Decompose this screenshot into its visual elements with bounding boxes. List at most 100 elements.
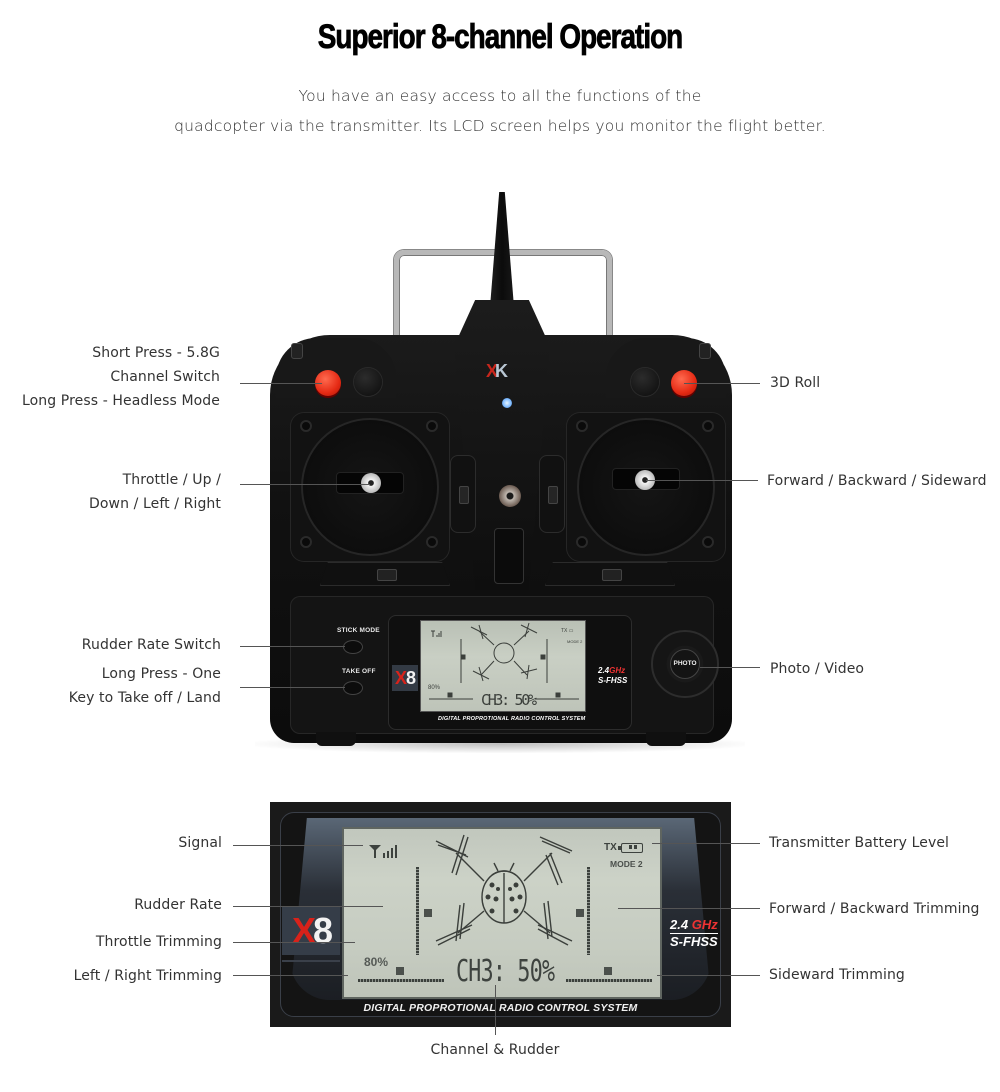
callout-line: 3D Roll: [770, 375, 821, 391]
channel-readout: CH3: 50%: [456, 954, 555, 989]
callout-photo-video: Photo / Video: [770, 657, 864, 681]
frequency-badge: 2.4 GHz S-FHSS: [670, 917, 718, 949]
right-foot: [646, 732, 686, 746]
leader-line: [700, 667, 760, 668]
left-toggle-knob[interactable]: [291, 343, 303, 359]
callout-line: Channel Switch: [110, 369, 220, 385]
leader-line: [684, 383, 760, 384]
rudder-rate-value: 80%: [364, 955, 389, 969]
leader-line: [657, 975, 760, 976]
badge-x: X: [291, 910, 316, 951]
forward-backward-trim-bar: [587, 867, 590, 955]
svg-text:80%: 80%: [428, 685, 441, 691]
callout-3d-roll: 3D Roll: [770, 371, 820, 395]
left-foot: [316, 732, 356, 746]
model-badge: X8: [282, 907, 340, 955]
take-off-button[interactable]: [343, 681, 363, 695]
lcd-closeup-panel: X8 TX MODE 2: [270, 802, 731, 1027]
subtitle-line-1: You have an easy access to all the funct…: [298, 87, 702, 105]
screw-icon: [702, 420, 714, 432]
left-right-trim-bar: [358, 979, 444, 982]
system-label: DIGITAL PROPROTIONAL RADIO CONTROL SYSTE…: [363, 1002, 638, 1014]
photo-button[interactable]: PHOTO: [670, 649, 700, 679]
leader-line: [233, 845, 363, 846]
left-aux-button[interactable]: [354, 368, 382, 396]
leader-line: [240, 687, 345, 688]
callout-rudder-rate: Rudder Rate: [134, 897, 222, 913]
right-aux-button[interactable]: [631, 368, 659, 396]
badge-8: 8: [312, 910, 333, 951]
callout-battery-level: Transmitter Battery Level: [769, 835, 950, 851]
forward-backward-trim-indicator: [576, 909, 584, 917]
callout-signal: Signal: [178, 835, 222, 851]
svg-text:MODE 2: MODE 2: [567, 639, 583, 644]
sideward-trim-switch[interactable]: [545, 562, 675, 586]
screw-icon: [300, 536, 312, 548]
callout-channel-rudder: Channel & Rudder: [430, 1042, 560, 1058]
leader-line: [618, 908, 760, 909]
callout-channel-switch: Short Press - 5.8G Channel Switch Long P…: [22, 341, 220, 413]
power-switch[interactable]: [494, 528, 524, 584]
model-badge-small: X8: [392, 665, 418, 691]
stick-mode-label: STICK MODE: [337, 627, 380, 634]
tx-battery-indicator: TX: [604, 842, 643, 853]
leader-line: [233, 975, 348, 976]
callout-line: Key to Take off / Land: [68, 690, 221, 706]
callout-line: Long Press - Headless Mode: [21, 393, 220, 409]
protocol-label: S-FHSS: [670, 934, 718, 949]
callout-line: Down / Left / Right: [88, 496, 221, 512]
callout-line: Photo / Video: [770, 661, 865, 677]
callout-left-right-trimming: Left / Right Trimming: [73, 968, 222, 984]
callout-rudder-rate-switch: Rudder Rate Switch: [82, 633, 221, 657]
screw-icon: [702, 536, 714, 548]
throttle-trim-bar: [416, 867, 419, 955]
left-right-trim-switch[interactable]: [320, 562, 450, 586]
callout-forward-backward-trimming: Forward / Backward Trimming: [769, 901, 980, 917]
leader-line: [240, 646, 345, 647]
lcd-screen: TX MODE 2: [342, 827, 662, 999]
photo-video-dial[interactable]: PHOTO: [651, 630, 719, 698]
battery-icon: [617, 842, 643, 853]
callout-line: Short Press - 5.8G: [92, 345, 220, 361]
callout-forward-backward: Forward / Backward / Sideward: [767, 469, 987, 493]
svg-text:TX ▭: TX ▭: [561, 628, 574, 634]
sideward-trim-bar: [566, 979, 652, 982]
protocol-label: S-FHSS: [598, 676, 628, 685]
brand-logo-k: K: [495, 361, 508, 381]
screw-icon: [426, 536, 438, 548]
leader-line: [240, 383, 322, 384]
screw-icon: [576, 536, 588, 548]
right-toggle-knob[interactable]: [699, 343, 711, 359]
callout-throttle: Throttle / Up / Down / Left / Right: [89, 468, 221, 516]
brand-logo-x: X: [486, 361, 498, 381]
ghz-unit: GHz: [691, 917, 718, 932]
leader-line: [652, 843, 760, 844]
screw-icon: [576, 420, 588, 432]
svg-text:CH3: 50%: CH3: 50%: [481, 691, 537, 709]
leader-line: [646, 480, 758, 481]
callout-take-off: Long Press - One Key to Take off / Land: [69, 662, 221, 710]
left-control-stick[interactable]: [361, 473, 381, 493]
callout-line: Forward / Backward / Sideward: [767, 473, 987, 489]
sideward-trim-indicator: [604, 967, 612, 975]
leader-line: [495, 985, 496, 1035]
center-dial[interactable]: [499, 485, 521, 507]
callout-line: Throttle / Up /: [122, 472, 221, 488]
power-led-icon: [502, 398, 512, 408]
badge-8: 8: [406, 668, 416, 688]
ghz-number: 2.4: [670, 917, 689, 932]
leader-line: [240, 484, 370, 485]
ghz-number: 2.4: [598, 666, 610, 675]
leader-line: [233, 906, 383, 907]
right-control-stick[interactable]: [635, 470, 655, 490]
tx-label: TX: [604, 842, 617, 853]
mode-label: MODE 2: [610, 859, 643, 869]
throttle-trim-switch[interactable]: [450, 455, 476, 533]
callout-line: Long Press - One: [101, 666, 221, 682]
callout-throttle-trimming: Throttle Trimming: [95, 934, 222, 950]
subtitle-line-2: quadcopter via the transmitter. Its LCD …: [174, 117, 826, 135]
stick-mode-button[interactable]: [343, 640, 363, 654]
right-gimbal: [566, 412, 726, 562]
screw-icon: [300, 420, 312, 432]
forward-trim-switch[interactable]: [539, 455, 565, 533]
